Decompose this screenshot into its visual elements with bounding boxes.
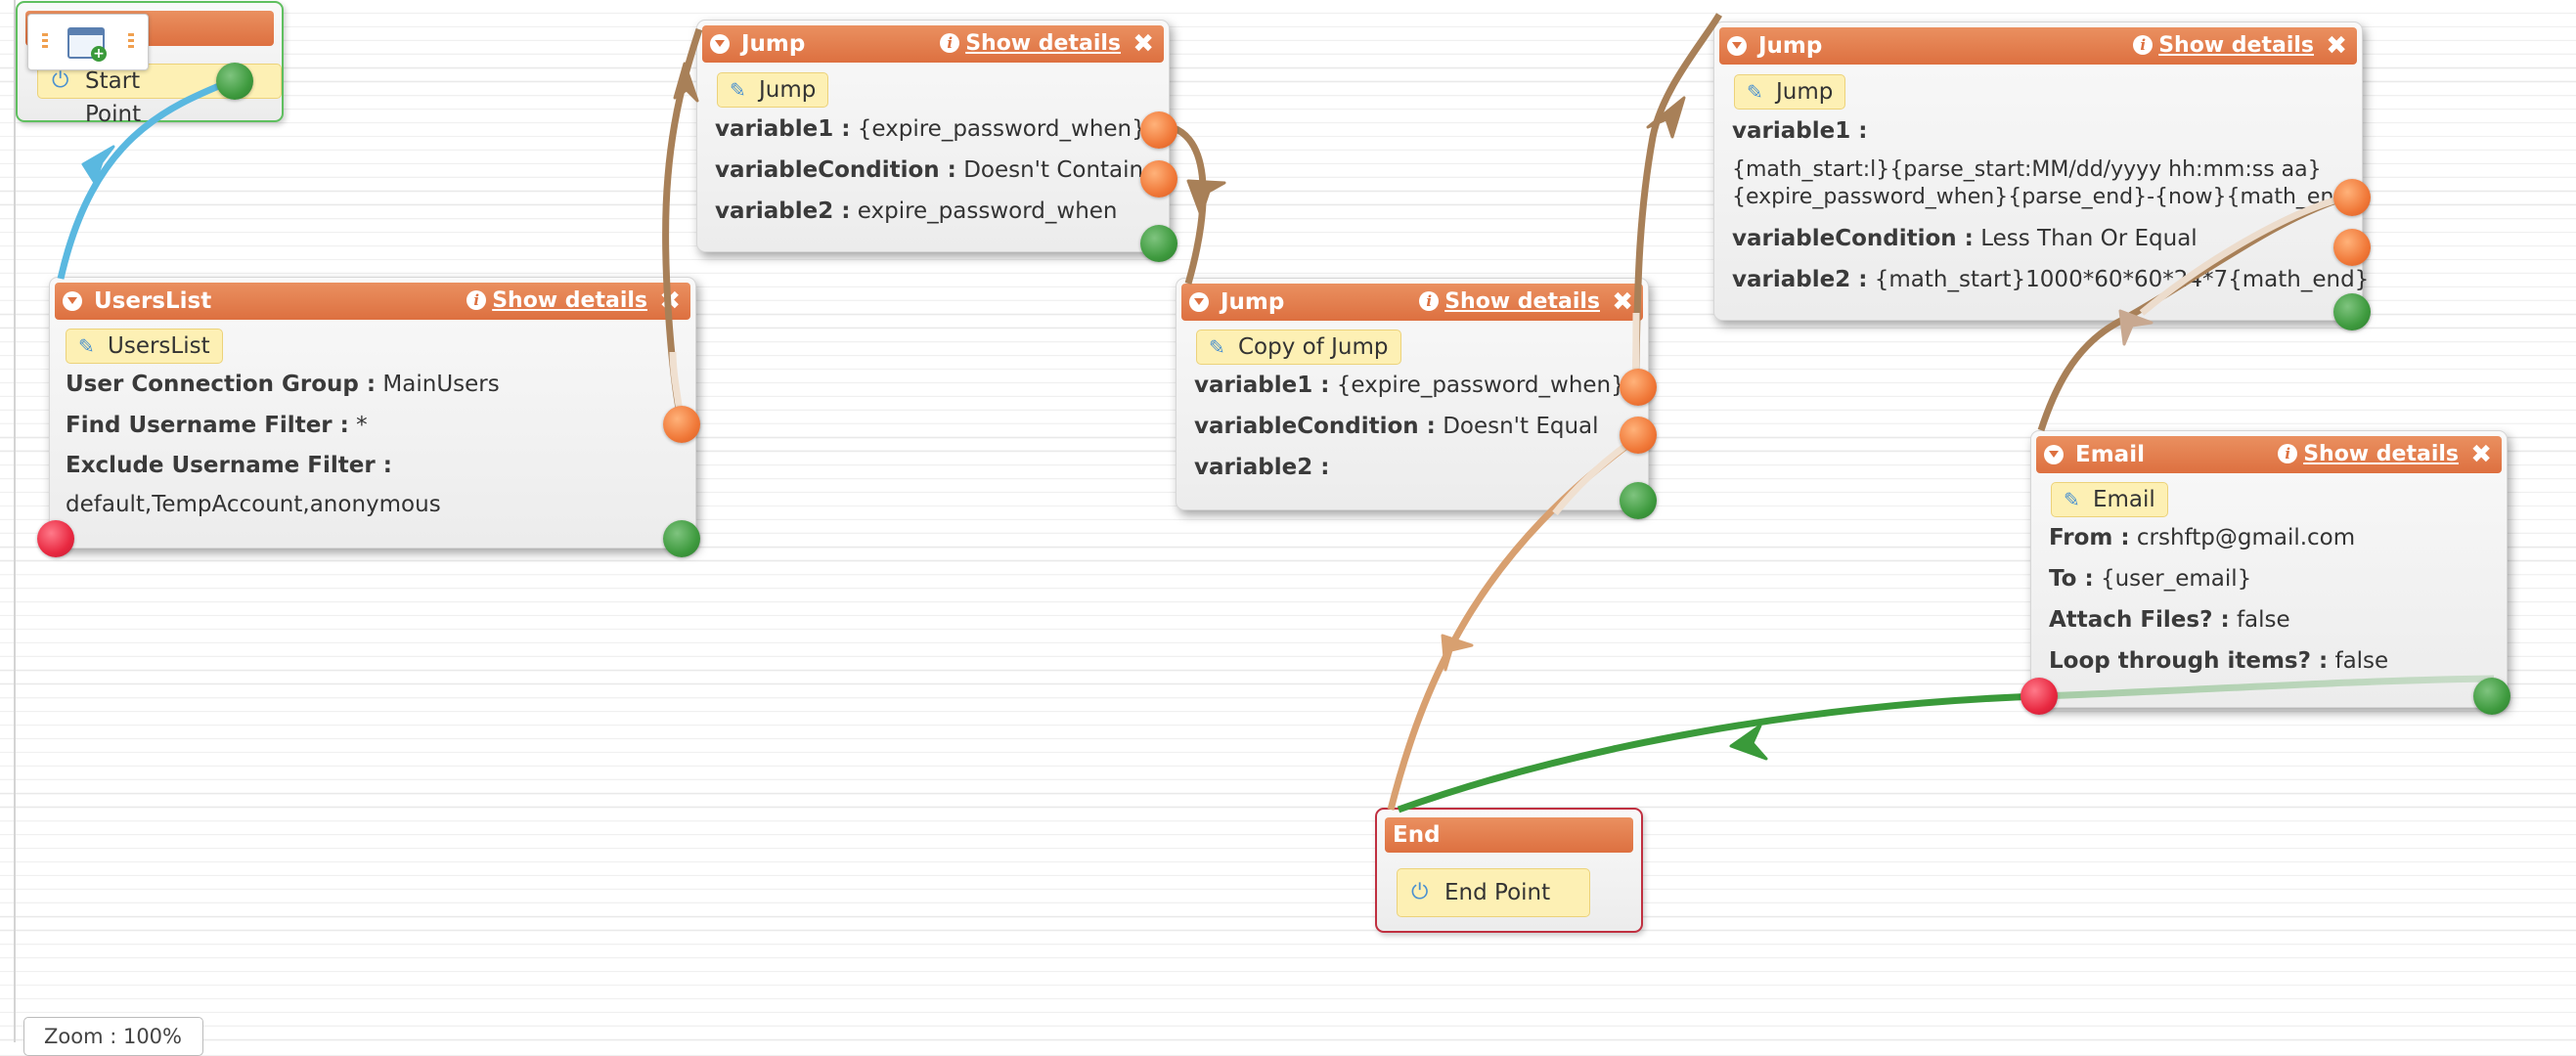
field-variable1: variable1 : bbox=[1732, 118, 1868, 144]
jump3-name-label[interactable]: ✎ Jump bbox=[1734, 74, 1846, 110]
collapse-icon[interactable] bbox=[710, 34, 730, 54]
field-variable-condition: variableCondition : Doesn't Equal bbox=[1194, 414, 1599, 439]
userslist-output-port[interactable] bbox=[663, 520, 700, 557]
field-from: From : crshftp@gmail.com bbox=[2049, 525, 2356, 550]
end-node-header[interactable]: End bbox=[1385, 817, 1633, 853]
userslist-error-port[interactable] bbox=[663, 406, 700, 443]
end-point-label[interactable]: ⏻ End Point bbox=[1397, 868, 1591, 917]
wire-email-to-end bbox=[1397, 692, 2040, 814]
jump1-close-button[interactable]: ✖ bbox=[1133, 29, 1154, 59]
userslist-input-port[interactable] bbox=[37, 520, 74, 557]
jump3-node-title: Jump bbox=[1758, 33, 1823, 59]
pencil-icon: ✎ bbox=[1747, 80, 1763, 104]
email-input-port[interactable] bbox=[2021, 678, 2058, 715]
collapse-icon[interactable] bbox=[1189, 292, 1209, 312]
field-variable2: variable2 : expire_password_when bbox=[715, 198, 1118, 224]
jump2-true-port[interactable] bbox=[1620, 369, 1657, 406]
info-icon: i bbox=[2278, 444, 2298, 463]
field-loop-through-items: Loop through items? : false bbox=[2049, 648, 2389, 674]
drag-handle-right-icon[interactable] bbox=[128, 33, 134, 51]
userslist-node-title: UsersList bbox=[94, 288, 212, 314]
userslist-close-button[interactable]: ✖ bbox=[659, 286, 681, 316]
email-node-title: Email bbox=[2075, 442, 2145, 467]
jump2-name-label[interactable]: ✎ Copy of Jump bbox=[1196, 330, 1401, 365]
field-variable1-value-line2: {expire_password_when}{parse_end}-{now}{… bbox=[1732, 185, 2362, 209]
field-variable2: variable2 : bbox=[1194, 455, 1330, 480]
field-variable-condition: variableCondition : Less Than Or Equal bbox=[1732, 226, 2198, 251]
jump1-node-title: Jump bbox=[741, 31, 806, 57]
canvas-left-border bbox=[14, 0, 16, 1042]
field-variable2: variable2 : {math_start}1000*60*60*24*7{… bbox=[1732, 267, 2370, 292]
info-icon: i bbox=[1419, 291, 1440, 311]
pencil-icon: ✎ bbox=[2064, 488, 2080, 511]
field-attach-files: Attach Files? : false bbox=[2049, 607, 2290, 633]
jump3-true-port[interactable] bbox=[2333, 179, 2371, 216]
field-exclude-username-filter: Exclude Username Filter : bbox=[66, 453, 392, 478]
jump3-close-button[interactable]: ✖ bbox=[2326, 31, 2347, 61]
collapse-icon[interactable] bbox=[1727, 36, 1747, 56]
field-find-username-filter: Find Username Filter : * bbox=[66, 413, 368, 438]
collapse-icon[interactable] bbox=[63, 291, 82, 311]
field-variable1-value-line1: {math_start:l}{parse_start:MM/dd/yyyy hh… bbox=[1732, 157, 2322, 182]
email-close-button[interactable]: ✖ bbox=[2470, 440, 2492, 469]
start-output-port[interactable] bbox=[216, 63, 253, 100]
field-to: To : {user_email} bbox=[2049, 566, 2252, 592]
info-icon: i bbox=[2133, 35, 2154, 55]
jump1-true-port[interactable] bbox=[1140, 111, 1177, 149]
field-variable-condition: variableCondition : Doesn't Contain bbox=[715, 157, 1144, 183]
wire-arrow-email-end bbox=[1729, 724, 1768, 761]
jump3-output-port[interactable] bbox=[2333, 293, 2371, 330]
end-node-title: End bbox=[1393, 822, 1441, 848]
jump2-node-title: Jump bbox=[1221, 289, 1285, 315]
wire-arrow-end bbox=[1441, 634, 1474, 672]
userslist-name-label[interactable]: ✎ UsersList bbox=[66, 329, 223, 364]
wire-arrow-jump2 bbox=[1186, 179, 1226, 217]
zoom-indicator[interactable]: Zoom : 100% bbox=[23, 1017, 203, 1056]
wire-arrow-jump1 bbox=[673, 62, 699, 103]
end-node[interactable]: End ⏻ End Point bbox=[1375, 808, 1643, 933]
drag-handle-left-icon[interactable] bbox=[42, 33, 48, 51]
field-variable1: variable1 : {expire_password_when} bbox=[1194, 373, 1625, 398]
wire-arrow-start bbox=[81, 145, 115, 185]
power-icon: ⏻ bbox=[1411, 880, 1429, 904]
jump3-false-port[interactable] bbox=[2333, 229, 2371, 266]
jump2-false-port[interactable] bbox=[1620, 417, 1657, 454]
field-variable1: variable1 : {expire_password_when} bbox=[715, 116, 1146, 142]
pencil-icon: ✎ bbox=[78, 334, 95, 358]
email-name-label[interactable]: ✎ Email bbox=[2051, 482, 2168, 517]
jump1-output-port[interactable] bbox=[1140, 225, 1177, 262]
jump1-false-port[interactable] bbox=[1140, 160, 1177, 198]
jump1-name-label[interactable]: ✎ Jump bbox=[717, 72, 829, 108]
wire-arrow-jump3 bbox=[1646, 96, 1686, 139]
field-user-connection-group: User Connection Group : MainUsers bbox=[66, 372, 500, 397]
field-exclude-username-filter-value: default,TempAccount,anonymous bbox=[66, 492, 441, 517]
info-icon: i bbox=[940, 33, 960, 53]
pencil-icon: ✎ bbox=[1209, 335, 1225, 359]
email-output-port[interactable] bbox=[2473, 678, 2510, 715]
info-icon: i bbox=[466, 290, 487, 310]
jump2-output-port[interactable] bbox=[1620, 482, 1657, 519]
jump2-close-button[interactable]: ✖ bbox=[1612, 287, 1633, 317]
plus-icon: + bbox=[91, 46, 107, 62]
add-node-toolbar[interactable]: + bbox=[27, 14, 149, 70]
collapse-icon[interactable] bbox=[2044, 445, 2064, 464]
pencil-icon: ✎ bbox=[730, 78, 746, 102]
